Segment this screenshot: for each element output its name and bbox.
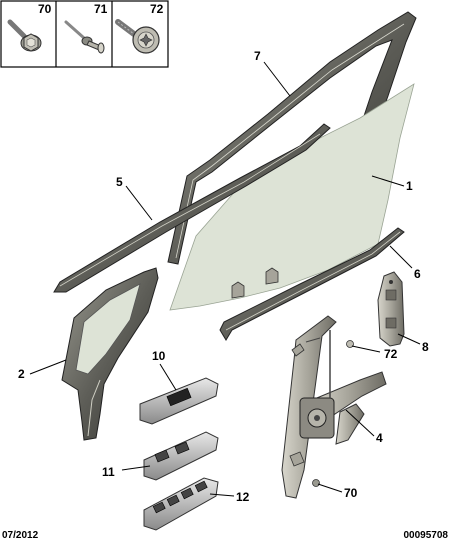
- part-ref-71: 71: [94, 2, 108, 16]
- window-switch-double: [143, 431, 219, 481]
- part-ref-70: 70: [38, 2, 52, 16]
- callout-5: 5: [116, 175, 123, 189]
- hex-flange-bolt-icon: [312, 479, 320, 487]
- rivet-icon: [64, 20, 105, 54]
- leader-lines: [29, 61, 421, 497]
- window-regulator: [281, 315, 387, 499]
- callout-72: 72: [384, 347, 398, 361]
- window-guide-rail: [377, 271, 405, 347]
- callout-1: 1: [406, 179, 413, 193]
- callout-2: 2: [18, 367, 25, 381]
- window-switch-single: [139, 377, 219, 425]
- callout-7: 7: [254, 49, 261, 63]
- torx-screw-icon: [115, 19, 160, 54]
- callout-8: 8: [422, 340, 429, 354]
- outer-belt-seal: [53, 123, 331, 293]
- hex-flange-bolt-icon: [7, 19, 42, 52]
- torx-screw-icon: [346, 340, 354, 348]
- inner-belt-seal: [219, 227, 405, 341]
- window-switch-quad: [143, 477, 219, 531]
- part-ref-72: 72: [150, 2, 164, 16]
- callout-11: 11: [102, 465, 115, 479]
- callout-10: 10: [152, 349, 166, 363]
- callout-12: 12: [236, 490, 250, 504]
- hardware-parts-box: 70 71 72: [0, 0, 169, 68]
- callout-6: 6: [414, 267, 421, 281]
- callout-70: 70: [344, 486, 358, 500]
- quarter-glass-frame: [61, 267, 159, 441]
- footer-date: 07/2012: [2, 530, 39, 541]
- footer-reference: 00095708: [403, 530, 449, 541]
- callout-4: 4: [376, 431, 383, 445]
